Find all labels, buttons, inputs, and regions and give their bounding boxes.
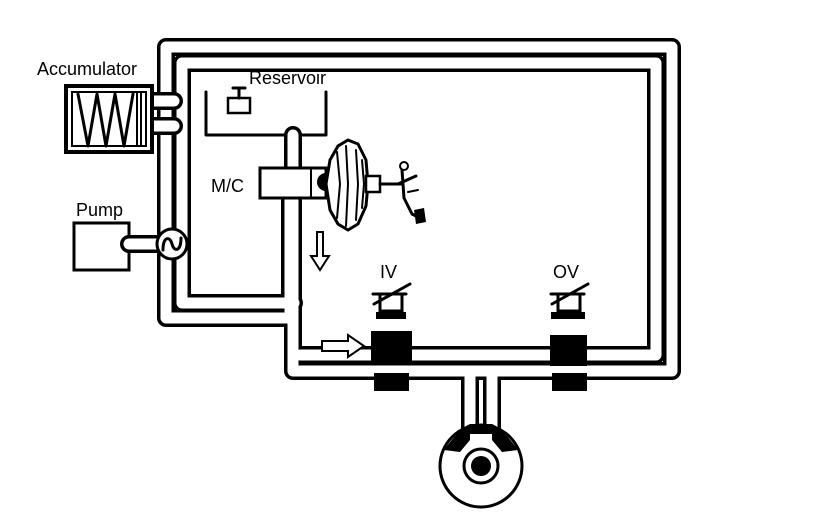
accumulator-label: Accumulator bbox=[37, 59, 137, 79]
reservoir-label: Reservoir bbox=[249, 68, 326, 88]
mc-label: M/C bbox=[211, 176, 244, 196]
flow-arrow-right bbox=[321, 333, 366, 359]
master-cylinder bbox=[258, 126, 343, 200]
hydraulic-lines bbox=[141, 38, 681, 441]
iv-label: IV bbox=[380, 262, 397, 282]
outlet-valve bbox=[549, 282, 590, 391]
wheel-brake bbox=[438, 423, 524, 509]
accumulator bbox=[64, 84, 154, 154]
flow-arrow-down bbox=[309, 231, 331, 272]
pump-wave-icon bbox=[161, 236, 183, 252]
reservoir bbox=[204, 86, 328, 137]
pump-label: Pump bbox=[76, 200, 123, 220]
brake-booster bbox=[324, 138, 404, 232]
brake-pedal bbox=[396, 161, 426, 224]
inlet-valve bbox=[371, 282, 412, 391]
pump bbox=[72, 221, 189, 272]
accumulator-spring bbox=[76, 92, 135, 148]
ov-label: OV bbox=[553, 262, 579, 282]
